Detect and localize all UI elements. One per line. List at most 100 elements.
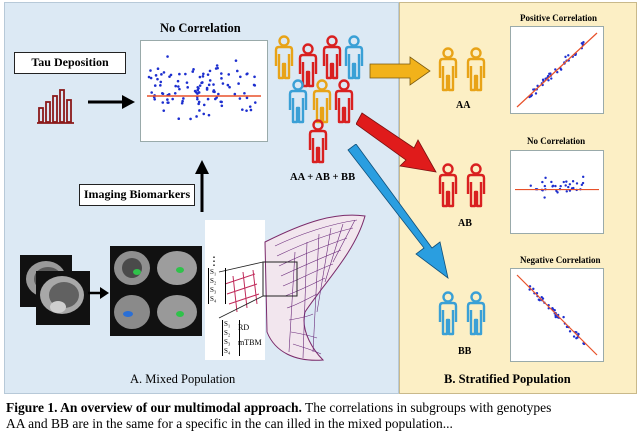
- no-correlation-scatter-svg: [515, 175, 599, 199]
- scatter-point: [197, 100, 201, 104]
- positive-correlation-title: Positive Correlation: [520, 13, 598, 23]
- figure-caption: Figure 1. An overview of our multimodal …: [6, 400, 640, 432]
- scatter-point: [559, 184, 562, 188]
- scatter-point: [541, 180, 544, 184]
- scatter-point: [212, 83, 215, 86]
- person-icon: [274, 35, 294, 80]
- scatter-point: [237, 82, 240, 85]
- scatter-point: [567, 185, 570, 189]
- scatter-point: [160, 73, 163, 76]
- person-icon: [322, 35, 342, 80]
- scatter-point: [206, 97, 210, 101]
- person-body: [466, 57, 486, 92]
- scatter-point: [253, 101, 257, 104]
- person-body: [308, 129, 328, 164]
- scatter-point: [181, 99, 184, 103]
- scatter-point: [220, 72, 223, 75]
- scatter-point: [194, 90, 198, 94]
- panel-b-footer: B. Stratified Population: [444, 372, 571, 386]
- matrix-top-s2: S₂: [210, 277, 217, 285]
- scatter-point: [147, 75, 151, 79]
- scatter-point: [161, 92, 165, 96]
- mixed-scatter-svg: [147, 55, 261, 121]
- scatter-point: [547, 79, 550, 82]
- scatter-point: [562, 180, 565, 184]
- bar-chart-icon: [37, 89, 74, 124]
- scatter-point: [195, 115, 198, 118]
- scatter-point: [167, 93, 171, 96]
- person-head: [470, 47, 482, 59]
- scatter-point: [156, 77, 159, 81]
- scatter-point: [554, 315, 557, 319]
- scatter-point: [248, 105, 252, 108]
- arrow-orange-icon: [369, 56, 431, 86]
- scatter-point: [245, 72, 249, 76]
- scatter-point: [214, 67, 218, 70]
- matrix-top-s3: S₃: [210, 286, 217, 294]
- scatter-point: [550, 77, 553, 80]
- scatter-point: [166, 98, 169, 101]
- scatter-point: [577, 332, 580, 336]
- scatter-point: [217, 92, 220, 96]
- main-plot-title: No Correlation: [160, 21, 241, 35]
- ab-label: AB: [458, 218, 472, 229]
- scatter-point: [161, 101, 165, 104]
- person-body: [312, 89, 332, 124]
- person-icon: [298, 43, 318, 88]
- imaging-biomarkers-label: Imaging Biomarkers: [83, 187, 191, 201]
- scatter-point: [201, 75, 205, 78]
- scatter-point: [234, 59, 238, 62]
- scatter-point: [536, 84, 539, 88]
- scatter-point: [219, 100, 223, 104]
- person-head: [470, 163, 482, 175]
- scatter-point: [580, 183, 584, 187]
- person-icon: [308, 119, 328, 164]
- matrix-bottom: S₁ S₂ S₃ S₄: [222, 320, 240, 356]
- scatter-point: [197, 102, 200, 106]
- scatter-point: [233, 92, 237, 96]
- scatter-point: [565, 180, 568, 183]
- person-icon: [466, 47, 486, 92]
- scatter-point: [221, 82, 225, 85]
- scatter-point: [532, 287, 535, 291]
- matrix-bottom-s4: S₄: [224, 347, 231, 355]
- scatter-point: [551, 184, 555, 187]
- scatter-point: [543, 184, 547, 188]
- scatter-point: [581, 175, 585, 179]
- person-head: [338, 79, 350, 91]
- scatter-point: [238, 97, 242, 100]
- negative-correlation-title: Negative Correlation: [520, 255, 601, 265]
- fit-line: [516, 32, 598, 108]
- scatter-point: [568, 330, 572, 333]
- scatter-point: [196, 97, 199, 101]
- scatter-point: [554, 68, 557, 71]
- scatter-point: [541, 78, 545, 81]
- person-body: [466, 173, 486, 208]
- scatter-point: [201, 81, 204, 84]
- tau-deposition-box: Tau Deposition: [14, 52, 126, 74]
- scatter-point: [564, 55, 567, 59]
- person-body: [288, 89, 308, 124]
- scatter-point: [559, 68, 563, 71]
- person-head: [326, 35, 338, 47]
- scatter-point: [191, 70, 195, 73]
- scatter-point: [554, 184, 557, 188]
- person-body: [438, 57, 458, 92]
- caption-lead: Figure 1. An overview of our multimodal …: [6, 400, 302, 415]
- scatter-point: [207, 113, 211, 117]
- positive-scatter-plot: [510, 26, 604, 114]
- person-head: [302, 43, 314, 55]
- person-head: [470, 291, 482, 303]
- imaging-biomarkers-box: Imaging Biomarkers: [79, 184, 195, 206]
- scatter-point: [227, 73, 231, 76]
- matrix-bottom-s2: S₂: [224, 329, 231, 337]
- scatter-point: [548, 72, 551, 76]
- scatter-point: [245, 96, 249, 100]
- matrix-top-s4: S₄: [210, 295, 217, 303]
- bb-people-icons: [438, 291, 486, 336]
- scatter-point: [178, 87, 181, 91]
- scatter-point: [562, 315, 565, 319]
- hippocampus-mesh-icon: [205, 214, 366, 361]
- scatter-point: [567, 54, 570, 57]
- scatter-point: [189, 117, 192, 121]
